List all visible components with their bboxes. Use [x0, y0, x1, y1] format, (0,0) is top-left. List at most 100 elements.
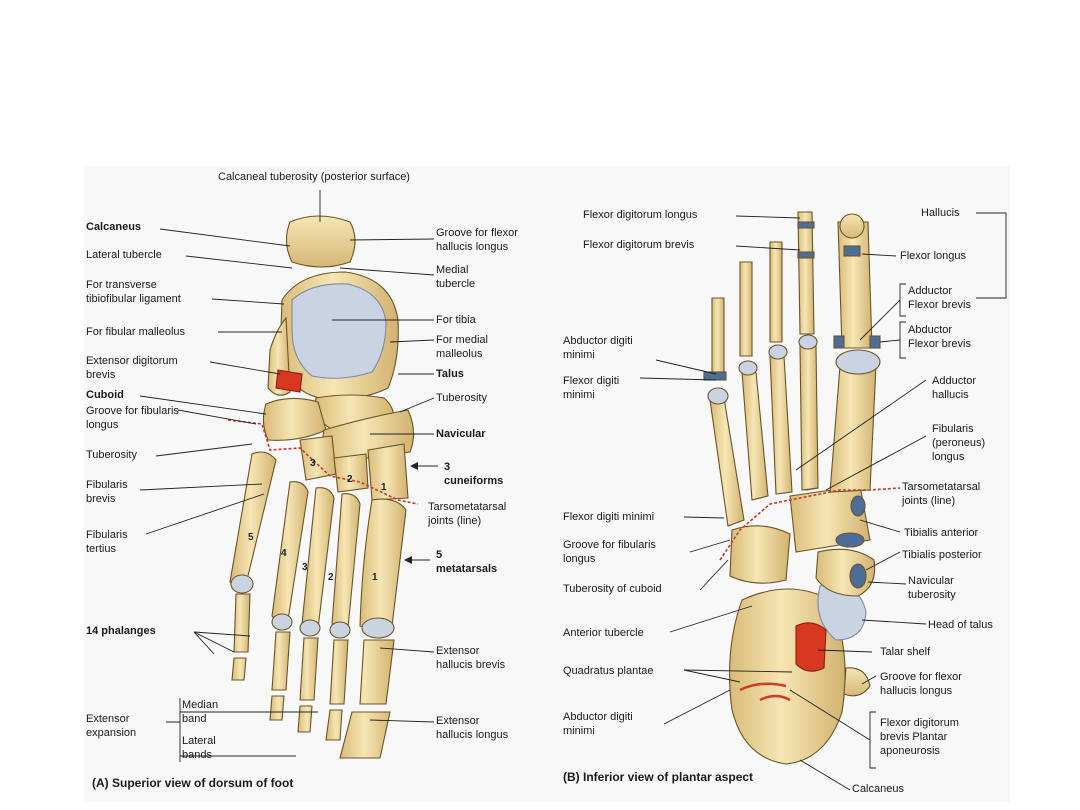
mt1-head	[361, 617, 395, 639]
cuboid-bone-b	[729, 525, 791, 584]
flexor-brevis-blue-2	[869, 335, 881, 349]
cuneiform-number-1: 1	[381, 482, 387, 493]
label-abductor-digiti-minimi-bottom: Abductor digiti minimi	[563, 711, 633, 737]
label-extensor-hallucis-longus: Extensor hallucis longus	[436, 715, 509, 741]
metatarsal-5	[229, 451, 277, 588]
label-cuneiforms: 3 cuneiforms	[444, 461, 504, 487]
metatarsal-4	[271, 481, 309, 622]
hallux-tip	[839, 213, 865, 239]
phalanx-5	[231, 593, 251, 681]
mt2-head-b	[798, 334, 818, 350]
mt2-b	[799, 345, 819, 491]
tibialis-posterior-blue	[849, 563, 867, 589]
mt2-head	[329, 621, 351, 639]
label-fdb-plantar-aponeurosis: Flexor digitorum brevis Plantar aponeuro…	[880, 717, 959, 757]
fdl-blue	[797, 221, 815, 229]
label-groove-fibularis-longus-a: Groove for fibularis longus	[86, 405, 179, 431]
label-fibular-malleolus: For fibular malleolus	[86, 326, 186, 338]
toe-3-b	[769, 241, 783, 343]
cuboid-bone-a	[262, 397, 327, 441]
fibularis-longus-blue	[850, 495, 866, 517]
metatarsal-number-2: 2	[328, 572, 334, 583]
label-lateral-tubercle: Lateral tubercle	[86, 249, 162, 261]
cuneiform-medial	[367, 443, 409, 501]
label-metatarsals: 5 metatarsals	[436, 549, 498, 575]
metatarsal-number-3: 3	[302, 562, 308, 573]
cuneiform-number-2: 2	[347, 474, 353, 485]
calcaneus-bone-a	[285, 215, 356, 268]
label-flexor-digiti-minimi-top: Flexor digiti minimi	[563, 375, 620, 401]
label-extensor-hallucis-brevis: Extensor hallucis brevis	[436, 645, 506, 671]
phalanx-2	[325, 639, 349, 741]
cuneiform-lateral	[299, 435, 337, 481]
label-calcaneus-a: Calcaneus	[86, 221, 142, 233]
label-flexor-digiti-minimi: Flexor digiti minimi	[563, 511, 655, 523]
panel-b-bones	[703, 211, 901, 765]
metatarsal-number-5: 5	[248, 532, 254, 543]
label-phalanges: 14 phalanges	[86, 625, 156, 637]
caption-panel-a: (A) Superior view of dorsum of foot	[92, 776, 294, 790]
phalanx-3	[297, 637, 319, 733]
metatarsal-2	[331, 493, 361, 630]
cuneiform-number-3: 3	[310, 458, 316, 469]
label-fibularis-tertius: Fibularis tertius	[86, 529, 128, 555]
caption-panel-b: (B) Inferior view of plantar aspect	[563, 770, 754, 784]
panel-b-leader-lines	[639, 212, 1007, 791]
mt1-head-b	[835, 349, 881, 375]
label-extensor-digitorum-brevis: Extensor digitorum brevis	[86, 355, 178, 381]
quadratus-plantae-red	[739, 682, 791, 702]
mt5-head	[230, 574, 254, 594]
label-for-tibia: For tibia	[436, 314, 476, 326]
label-groove-fhl-a: Groove for flexor hallucis longus	[436, 227, 518, 253]
label-adductor-flexor-brevis: Adductor Flexor brevis	[908, 285, 971, 311]
metatarsal-number-1: 1	[372, 572, 378, 583]
toe-5-b	[711, 297, 725, 381]
label-tuberosity-cuboid: Tuberosity of cuboid	[563, 583, 662, 595]
metatarsal-3	[301, 487, 335, 630]
mt5-head-b	[707, 387, 729, 405]
toe-4-b	[739, 261, 753, 357]
edb-attachment	[275, 369, 303, 393]
mt4-head-b	[738, 360, 758, 376]
label-tuberosity-navicular: Tuberosity	[436, 392, 487, 404]
talar-shelf-red	[795, 622, 827, 672]
label-head-of-talus: Head of talus	[928, 619, 993, 631]
mt4-head	[271, 613, 293, 631]
label-tarsometatarsal-a: Tarsometatarsal joints (line)	[428, 501, 507, 527]
label-tibialis-posterior: Tibialis posterior	[902, 549, 982, 561]
label-for-medial-malleolus: For medial malleolus	[436, 334, 488, 360]
label-fibularis-peroneus-longus: Fibularis (peroneus) longus	[932, 423, 986, 463]
label-calcaneal-tuberosity: Calcaneal tuberosity (posterior surface)	[218, 171, 410, 183]
label-talus: Talus	[436, 368, 464, 380]
fdm-blue	[703, 371, 727, 381]
mt5-b	[709, 397, 745, 527]
tarsometatarsal-joint-line-b	[719, 487, 901, 561]
label-tarsometatarsal-b: Tarsometatarsal joints (line)	[902, 481, 981, 507]
mt3-b	[769, 355, 793, 495]
label-cuboid: Cuboid	[86, 389, 124, 401]
fdb-blue	[797, 251, 815, 259]
label-navicular-tuberosity: Navicular tuberosity	[908, 575, 956, 601]
label-navicular: Navicular	[436, 428, 486, 440]
label-tuberosity-lateral: Tuberosity	[86, 449, 137, 461]
mt4-b	[741, 371, 769, 501]
cuneiform-intermediate	[333, 453, 369, 493]
label-transverse-tibiofibular: For transverse tibiofibular ligament	[86, 279, 181, 305]
label-hallucis: Hallucis	[921, 207, 960, 219]
label-tibialis-anterior: Tibialis anterior	[904, 527, 979, 539]
label-fibularis-brevis: Fibularis brevis	[86, 479, 128, 505]
talar-trochlea	[291, 283, 387, 379]
label-fdb: Flexor digitorum brevis	[583, 239, 695, 251]
label-quadratus-plantae: Quadratus plantae	[563, 665, 654, 677]
panel-a-arrowheads	[404, 462, 418, 564]
label-flexor-longus: Flexor longus	[900, 250, 967, 262]
tibialis-anterior-blue	[835, 532, 865, 548]
mt1-b	[829, 365, 877, 493]
label-lateral-bands: Lateral bands	[182, 735, 216, 761]
metatarsal-1	[359, 498, 407, 631]
panel-a-bones	[227, 215, 419, 759]
label-groove-fibularis-longus-b: Groove for fibularis longus	[563, 539, 656, 565]
mt3-head	[299, 619, 321, 637]
label-adductor-hallucis: Adductor hallucis	[932, 375, 977, 401]
